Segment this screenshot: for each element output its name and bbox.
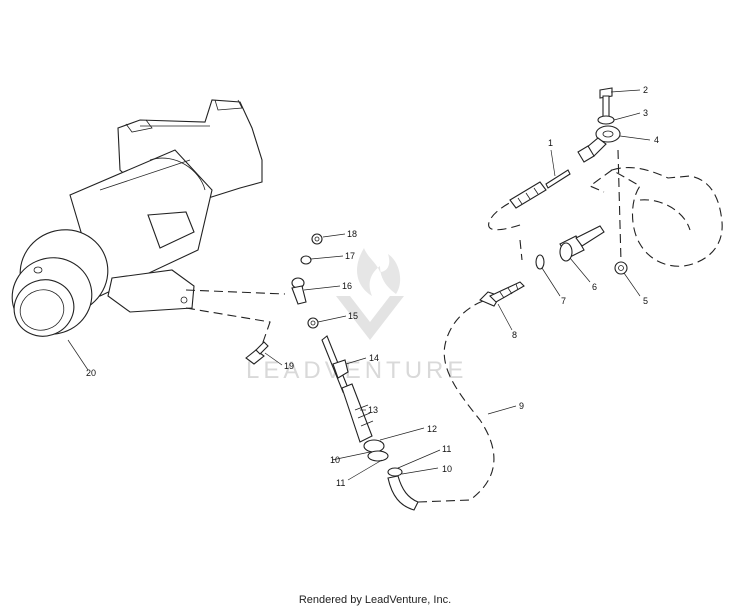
leader-lines (67, 89, 651, 481)
elbow-fitting (387, 475, 419, 511)
linkage-line-upper (185, 289, 286, 295)
callout-10-left: 10 (330, 455, 340, 465)
washer-part-3 (597, 115, 615, 125)
cable-part-9-connector (519, 239, 523, 261)
callout-19: 19 (284, 361, 294, 371)
callout-6: 6 (592, 282, 597, 292)
callout-8: 8 (512, 330, 517, 340)
rod-end-part-4 (577, 125, 621, 163)
bracket-inner-line (639, 199, 691, 231)
nut-part-5 (614, 261, 628, 275)
callouts: 1 2 3 4 5 6 7 8 9 10 10 11 11 12 13 14 1… (86, 85, 659, 488)
callout-11-left: 11 (336, 478, 345, 488)
linkage-line-lower (185, 307, 271, 346)
callout-13: 13 (368, 405, 378, 415)
bolt-axis-line (617, 149, 622, 263)
nut-part-18 (311, 233, 323, 245)
callout-3: 3 (643, 108, 648, 118)
callout-11-right: 11 (442, 444, 451, 454)
washer-part-7 (535, 254, 545, 270)
fitting-part-6 (559, 225, 605, 262)
nut-part-15 (307, 317, 319, 329)
rod-end-part-16 (291, 277, 307, 305)
cable-end-part-1 (509, 169, 571, 209)
bracket-arm-line (588, 169, 613, 193)
bracket-outline (610, 167, 723, 267)
callout-20: 20 (86, 368, 96, 378)
cable-part-9 (417, 299, 495, 503)
callout-9: 9 (519, 401, 524, 411)
callout-7: 7 (561, 296, 566, 306)
washer-part-10-lower (387, 467, 403, 477)
cable-part-9-upper (488, 199, 521, 231)
callout-15: 15 (348, 311, 358, 321)
washer-part-10-upper (367, 450, 389, 462)
washer-part-17 (300, 255, 312, 265)
housing-tube-part-20 (11, 99, 263, 337)
callout-12: 12 (427, 424, 437, 434)
bolt-part-19 (245, 341, 269, 365)
callout-18: 18 (347, 229, 357, 239)
footer-credit: Rendered by LeadVenture, Inc. (298, 594, 452, 606)
callout-1: 1 (548, 138, 553, 148)
callout-10-right: 10 (442, 464, 452, 474)
adjuster-part-8 (479, 281, 525, 307)
callout-2: 2 (643, 85, 648, 95)
bolt-part-2 (599, 87, 613, 119)
callout-4: 4 (654, 135, 659, 145)
callout-14: 14 (369, 353, 379, 363)
callout-17: 17 (345, 251, 355, 261)
nut-part-12 (363, 439, 385, 453)
callout-5: 5 (643, 296, 648, 306)
cable-end-part-13 (321, 335, 374, 443)
callout-16: 16 (342, 281, 352, 291)
